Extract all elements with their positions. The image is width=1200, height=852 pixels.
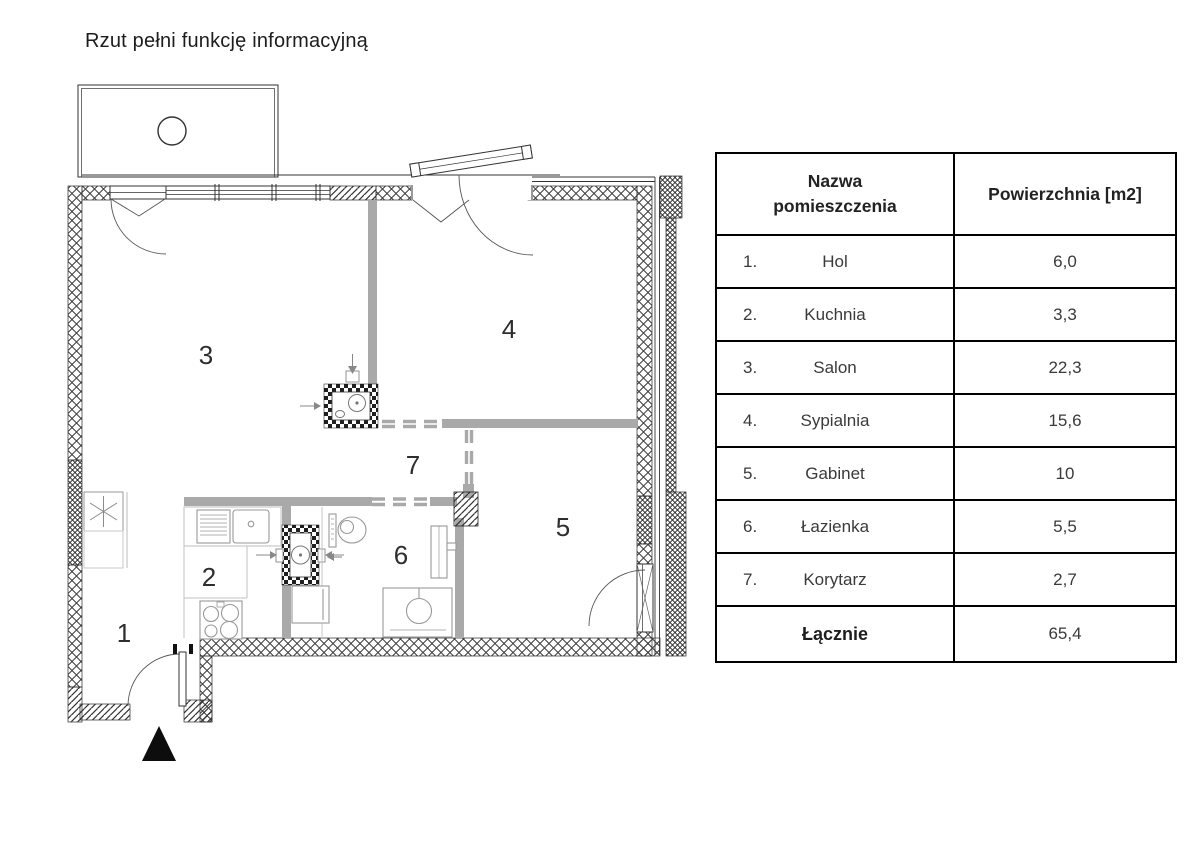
room-area: 2,7 (953, 554, 1175, 605)
room-labels: 1 2 3 4 5 6 7 (117, 314, 570, 648)
room-label-lazienka: 6 (394, 540, 408, 570)
room-name: Gabinet (805, 463, 865, 483)
drainer (196, 509, 231, 544)
room-area: 5,5 (953, 501, 1175, 552)
row-number: 4. (743, 410, 758, 430)
table-row: 5. Gabinet 10 (717, 446, 1175, 499)
room-name: Kuchnia (804, 304, 866, 324)
kitchen-counter (183, 506, 282, 547)
shaft-living (300, 354, 379, 429)
room-name: Hol (822, 251, 848, 271)
shaft-bathroom (256, 524, 344, 586)
table-row: 4. Sypialnia 15,6 (717, 393, 1175, 446)
toilet-tank (328, 513, 337, 548)
row-number: 3. (743, 357, 758, 377)
room-area: 15,6 (953, 395, 1175, 446)
room-label-kuchnia: 2 (202, 562, 216, 592)
table-row: 6. Łazienka 5,5 (717, 499, 1175, 552)
row-number: 2. (743, 304, 758, 324)
balcony-table (157, 116, 187, 146)
header-area: Powierzchnia [m2] (953, 154, 1175, 234)
vent-arrow-right-icon (314, 402, 321, 410)
row-number: 5. (743, 463, 758, 483)
table-row: 2. Kuchnia 3,3 (717, 287, 1175, 340)
area-table: Nazwa pomieszczenia Powierzchnia [m2] 1.… (715, 152, 1177, 663)
room-label-korytarz: 7 (406, 450, 420, 480)
room-area: 3,3 (953, 289, 1175, 340)
row-number: 7. (743, 569, 758, 589)
room-area: 22,3 (953, 342, 1175, 393)
office-balcony-door (588, 563, 654, 633)
table-header-row: Nazwa pomieszczenia Powierzchnia [m2] (717, 154, 1175, 234)
room-label-sypialnia: 4 (502, 314, 516, 344)
table-row: 1. Hol 6,0 (717, 234, 1175, 287)
hall-wardrobe (83, 491, 128, 569)
boiler-star-icon (89, 496, 118, 527)
row-number: 6. (743, 516, 758, 536)
room-name: Salon (813, 357, 857, 377)
vent-arrow-down-icon (348, 366, 357, 374)
table-row: 3. Salon 22,3 (717, 340, 1175, 393)
floor-plan: 1 2 3 4 5 6 7 (67, 84, 687, 761)
room-name: Sypialnia (800, 410, 870, 430)
kitchen-fixtures (183, 506, 282, 640)
room-area: 6,0 (953, 236, 1175, 287)
room-label-salon: 3 (199, 340, 213, 370)
balcony-door (109, 185, 167, 255)
row-number: 1. (743, 251, 758, 271)
interior-walls (184, 200, 638, 638)
table-total-row: Łącznie 65,4 (717, 605, 1175, 661)
exterior-walls (67, 175, 687, 723)
page-title: Rzut pełni funkcję informacyjną (85, 30, 368, 52)
planned-walls-dashed (372, 419, 474, 507)
entrance-door (127, 644, 193, 707)
room-name: Korytarz (803, 569, 867, 589)
window-band (165, 184, 331, 201)
bathroom-fixtures (291, 507, 457, 638)
header-room-name: Nazwa pomieszczenia (773, 170, 897, 216)
room-name: Łazienka (800, 516, 870, 536)
room-area: 10 (953, 448, 1175, 499)
total-area: 65,4 (953, 607, 1175, 661)
room-label-gabinet: 5 (556, 512, 570, 542)
room-label-hol: 1 (117, 618, 131, 648)
vent-arrow-right-icon (270, 551, 277, 559)
vent-arrow-left-icon (327, 553, 334, 561)
facade-lines (82, 174, 660, 655)
tilted-window (409, 144, 534, 256)
balcony (77, 84, 279, 178)
table-row: 7. Korytarz 2,7 (717, 552, 1175, 605)
door-pillar (453, 491, 479, 527)
north-arrow-icon (142, 726, 176, 761)
total-label: Łącznie (801, 623, 869, 644)
